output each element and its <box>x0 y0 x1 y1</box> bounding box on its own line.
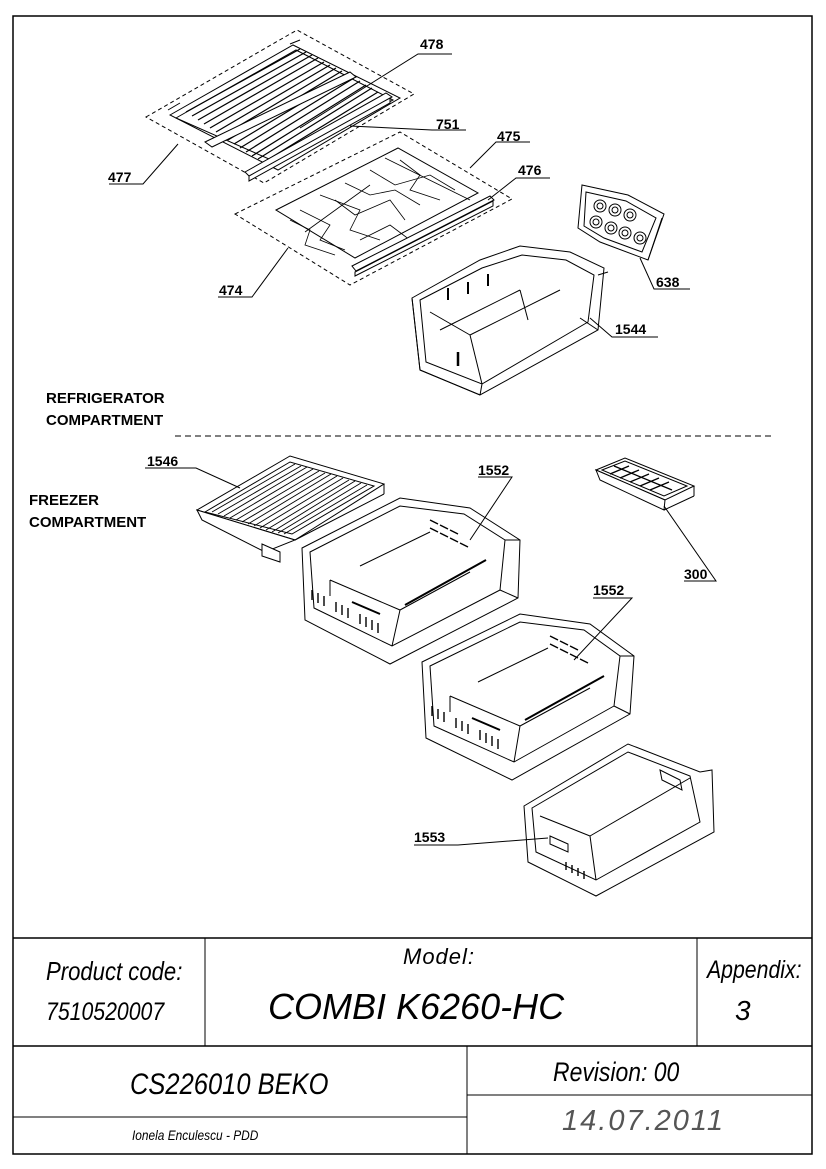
part-638-egg-tray <box>577 184 665 261</box>
part-1546-freezer-shelf <box>195 455 386 563</box>
part-1553-freezer-drawer-bottom <box>523 743 715 897</box>
part-label-478: 478 <box>420 36 444 52</box>
part-label-1552-upper: 1552 <box>478 462 510 478</box>
freezer-heading-line1: FREEZER <box>29 492 100 509</box>
product-code-label: Product code: <box>46 956 183 986</box>
part-label-300: 300 <box>684 566 708 582</box>
refrigerator-heading-line2: COMPARTMENT <box>46 412 164 429</box>
model-label: Model: <box>403 944 476 969</box>
part-300-ice-tray <box>594 457 696 511</box>
part-label-1544: 1544 <box>615 321 647 337</box>
appendix-label: Appendix: <box>707 956 802 984</box>
model-value: COMBI K6260-HC <box>268 986 565 1027</box>
part-label-751: 751 <box>436 116 460 132</box>
part-label-476: 476 <box>518 162 542 178</box>
refrigerator-heading-line1: REFRIGERATOR <box>46 390 165 407</box>
revision: Revision: 00 <box>553 1057 680 1087</box>
part-label-1553: 1553 <box>414 829 446 845</box>
part-477-shelf-group <box>144 29 416 184</box>
product-code-value: 7510520007 <box>46 998 165 1026</box>
part-1544-crisper-drawer <box>411 245 609 396</box>
part-474-glass-shelf-group <box>233 131 514 286</box>
leader-lines <box>109 53 717 846</box>
drawing-border <box>12 15 813 1155</box>
part-label-477: 477 <box>108 169 132 185</box>
document-code: CS226010 BEKO <box>130 1068 329 1101</box>
part-1552-freezer-drawer-upper <box>301 497 521 665</box>
revision-date: 14.07.2011 <box>562 1105 725 1137</box>
part-label-1552-lower: 1552 <box>593 582 625 598</box>
part-label-638: 638 <box>656 274 680 290</box>
part-label-475: 475 <box>497 128 521 144</box>
part-label-1546: 1546 <box>147 453 179 469</box>
part-label-474: 474 <box>219 282 243 298</box>
freezer-heading-line2: COMPARTMENT <box>29 514 147 531</box>
part-1552-freezer-drawer-lower <box>421 613 635 781</box>
appendix-value: 3 <box>735 995 751 1026</box>
author: Ionela Enculescu - PDD <box>132 1127 259 1143</box>
